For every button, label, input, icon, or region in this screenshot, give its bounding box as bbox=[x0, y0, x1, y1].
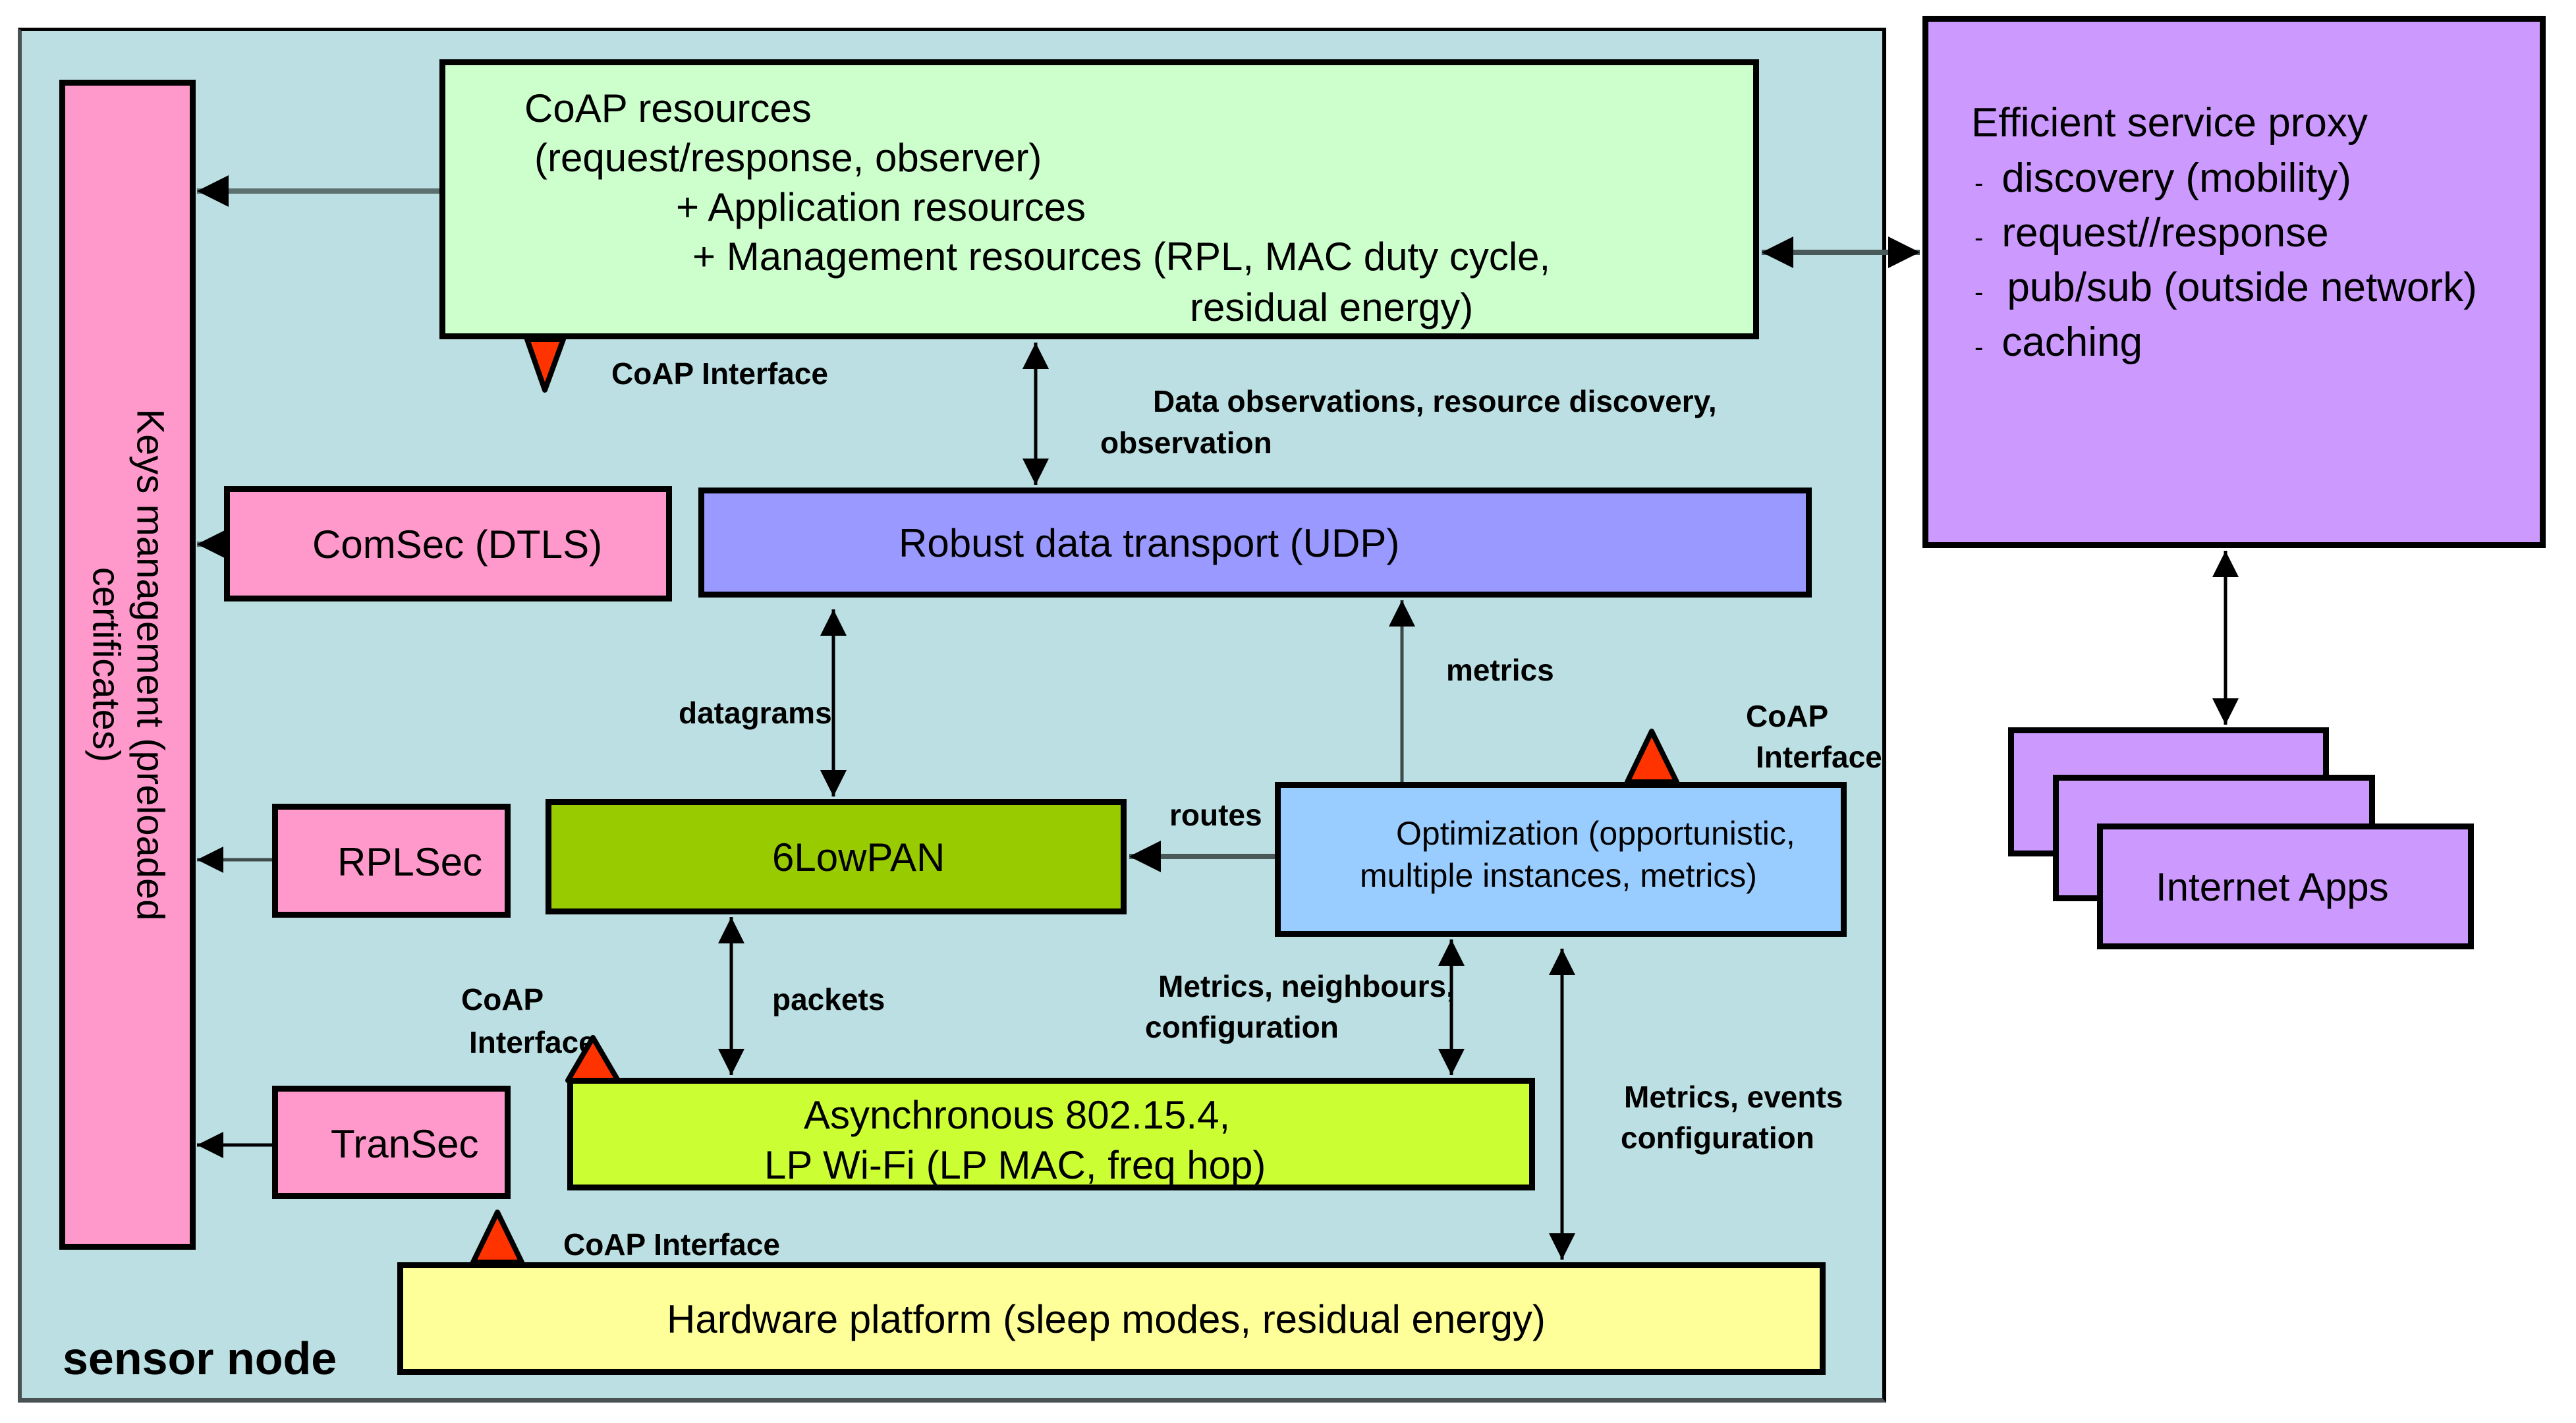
sensor-node-label: sensor node bbox=[63, 1333, 337, 1384]
routes-label: routes bbox=[1169, 798, 1262, 832]
coap-resources-box[interactable]: CoAP resources (request/response, observ… bbox=[439, 59, 1759, 339]
bullet-dash: - bbox=[1974, 278, 1984, 307]
async-line-2: LP Wi-Fi (LP MAC, freq hop) bbox=[764, 1143, 1266, 1187]
coap-interface-triangle-icon bbox=[524, 337, 566, 393]
optimization-line-1: Optimization (opportunistic, bbox=[1396, 815, 1795, 852]
coap-interface-triangle-icon bbox=[470, 1210, 524, 1265]
6lowpan-box[interactable]: 6LowPAN bbox=[546, 799, 1127, 914]
coap-line-2: (request/response, observer) bbox=[534, 136, 1042, 180]
6lowpan-label: 6LowPAN bbox=[772, 835, 945, 879]
coap-line-1: CoAP resources bbox=[524, 86, 812, 130]
proxy-list: -discovery (mobility) -request//response… bbox=[1974, 153, 2477, 372]
packets-label: packets bbox=[772, 982, 885, 1017]
internet-app-card-front[interactable]: Internet Apps bbox=[2097, 823, 2474, 949]
proxy-item: -caching bbox=[1974, 320, 2143, 365]
metrics-events-label-2: configuration bbox=[1621, 1121, 1814, 1155]
comsec-box[interactable]: ComSec (DTLS) bbox=[224, 486, 672, 601]
coap-interface-triangle-icon bbox=[565, 1035, 621, 1083]
coap-line-4: + Management resources (RPL, MAC duty cy… bbox=[692, 235, 1551, 279]
data-observations-label-2: observation bbox=[1100, 426, 1272, 460]
metrics-label: metrics bbox=[1446, 653, 1554, 687]
data-observations-label-1: Data observations, resource discovery, bbox=[1153, 384, 1717, 418]
coap-interface-opt-label-1: CoAP bbox=[1746, 699, 1829, 733]
async-mac-box[interactable]: Asynchronous 802.15.4, LP Wi-Fi (LP MAC,… bbox=[567, 1078, 1535, 1190]
comsec-label: ComSec (DTLS) bbox=[312, 522, 603, 567]
proxy-title: Efficient service proxy bbox=[1971, 100, 2368, 146]
coap-line-5: residual energy) bbox=[1190, 285, 1474, 329]
bullet-dash: - bbox=[1974, 223, 1984, 252]
transec-box[interactable]: TranSec bbox=[272, 1086, 511, 1199]
coap-interface-async-label-2: Interface bbox=[469, 1025, 596, 1059]
optimization-box[interactable]: Optimization (opportunistic, multiple in… bbox=[1275, 782, 1847, 937]
rplsec-box[interactable]: RPLSec bbox=[272, 804, 511, 918]
coap-interface-hw-label: CoAP Interface bbox=[563, 1227, 780, 1262]
coap-interface-label-top: CoAP Interface bbox=[611, 356, 828, 391]
udp-transport-box[interactable]: Robust data transport (UDP) bbox=[698, 488, 1812, 598]
bullet-dash: - bbox=[1974, 333, 1984, 362]
optimization-line-2: multiple instances, metrics) bbox=[1360, 857, 1757, 894]
udp-label: Robust data transport (UDP) bbox=[899, 521, 1400, 565]
hardware-platform-box[interactable]: Hardware platform (sleep modes, residual… bbox=[397, 1262, 1826, 1375]
coap-line-3: + Application resources bbox=[676, 185, 1086, 229]
bullet-dash: - bbox=[1974, 169, 1984, 198]
internet-apps-label: Internet Apps bbox=[2156, 865, 2389, 909]
coap-interface-triangle-icon bbox=[1625, 729, 1679, 785]
metrics-events-label-1: Metrics, events bbox=[1624, 1080, 1843, 1114]
async-line-1: Asynchronous 802.15.4, bbox=[804, 1093, 1231, 1137]
coap-interface-async-label-1: CoAP bbox=[461, 982, 544, 1017]
metrics-neighbours-label-2: configuration bbox=[1145, 1010, 1339, 1044]
coap-interface-opt-label-2: Interface bbox=[1756, 740, 1882, 774]
datagrams-label: datagrams bbox=[679, 696, 832, 730]
keys-management-box[interactable]: Keys management (preloaded certificates) bbox=[59, 80, 196, 1250]
transec-label: TranSec bbox=[331, 1122, 479, 1166]
proxy-item: -request//response bbox=[1974, 210, 2329, 256]
proxy-item: -pub/sub (outside network) bbox=[1974, 265, 2477, 310]
metrics-neighbours-label-1: Metrics, neighbours, bbox=[1158, 969, 1455, 1003]
proxy-item: -discovery (mobility) bbox=[1974, 155, 2351, 201]
hardware-label: Hardware platform (sleep modes, residual… bbox=[667, 1297, 1546, 1341]
service-proxy-box[interactable]: Efficient service proxy -discovery (mobi… bbox=[1922, 16, 2546, 548]
rplsec-label: RPLSec bbox=[337, 840, 483, 884]
